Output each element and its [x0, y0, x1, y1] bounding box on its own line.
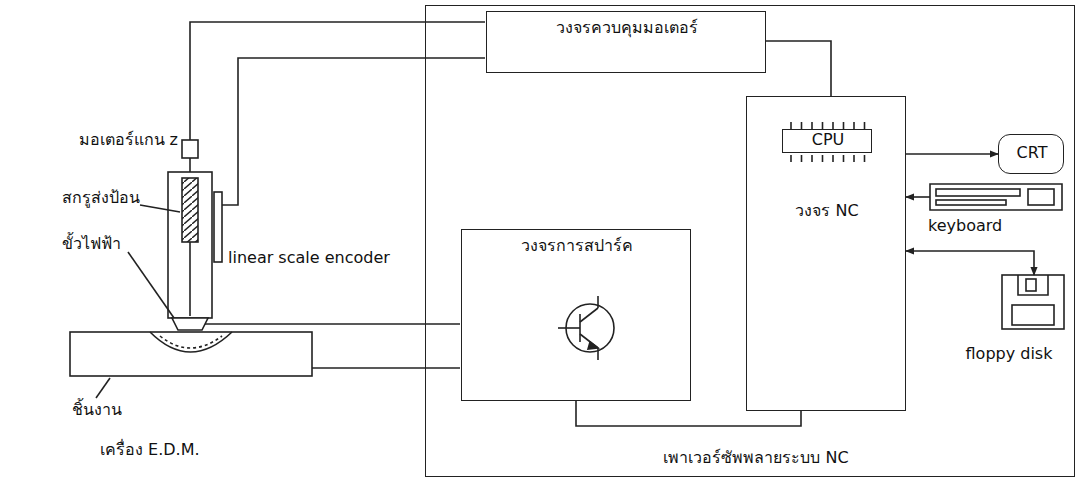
node-text: CRT: [1017, 143, 1048, 163]
cpu-chip: CPU: [782, 129, 872, 153]
connector: [576, 401, 801, 426]
crt-display: CRT: [998, 134, 1064, 174]
z-motor: [182, 140, 198, 158]
node-text: CPU: [812, 130, 845, 150]
spark-circuit-box: วงจรการสปาร์ค: [461, 229, 691, 401]
electrode-wire: [205, 323, 460, 325]
connector: [906, 196, 930, 198]
keyboard-icon: [926, 178, 1066, 214]
machined-cavity: [150, 332, 232, 352]
leader-line: [96, 378, 110, 398]
leader-line: [140, 205, 180, 212]
node-text: keyboard: [928, 216, 1002, 236]
part-label: ชิ้นงาน: [72, 400, 122, 420]
nc-circuit-box: วงจร NC CPU: [746, 96, 906, 411]
motor-wire: [190, 22, 485, 140]
floppy-disk: floppy disk: [946, 271, 1072, 366]
linear-scale: [214, 192, 222, 262]
ram-housing: [168, 172, 212, 318]
floppy-icon: [946, 271, 1072, 333]
part-label: ขั้วไฟฟ้า: [62, 234, 121, 254]
keyboard: keyboard: [926, 178, 1066, 238]
node-text: floppy disk: [966, 344, 1053, 364]
node-text: วงจรการสปาร์ค: [521, 236, 633, 256]
node-text: เพาเวอร์ซัพพลายระบบ NC: [663, 448, 848, 468]
power-supply-enclosure: เพาเวอร์ซัพพลายระบบ NC วงจรควบคุมมอเตอร์ว…: [425, 5, 1075, 477]
motor-control-box: วงจรควบคุมมอเตอร์: [486, 11, 766, 73]
node-text: วงจรควบคุมมอเตอร์: [556, 18, 698, 38]
part-label: มอเตอร์แกน z: [79, 130, 178, 150]
part-label: เครื่อง E.D.M.: [100, 440, 200, 460]
connector: [906, 251, 1034, 275]
feed-screw: [182, 178, 198, 242]
electrode: [172, 318, 208, 330]
workpiece: [70, 332, 312, 376]
leader-line: [128, 252, 174, 318]
part-label: สกรูส่งป้อน: [62, 188, 140, 208]
workpiece-wire: [312, 367, 460, 369]
part-label: linear scale encoder: [228, 248, 390, 268]
connector: [766, 41, 831, 96]
transistor-symbol: [462, 230, 692, 402]
encoder-wire: [222, 58, 485, 205]
connector: [906, 153, 998, 155]
node-text: วงจร NC: [795, 201, 858, 221]
